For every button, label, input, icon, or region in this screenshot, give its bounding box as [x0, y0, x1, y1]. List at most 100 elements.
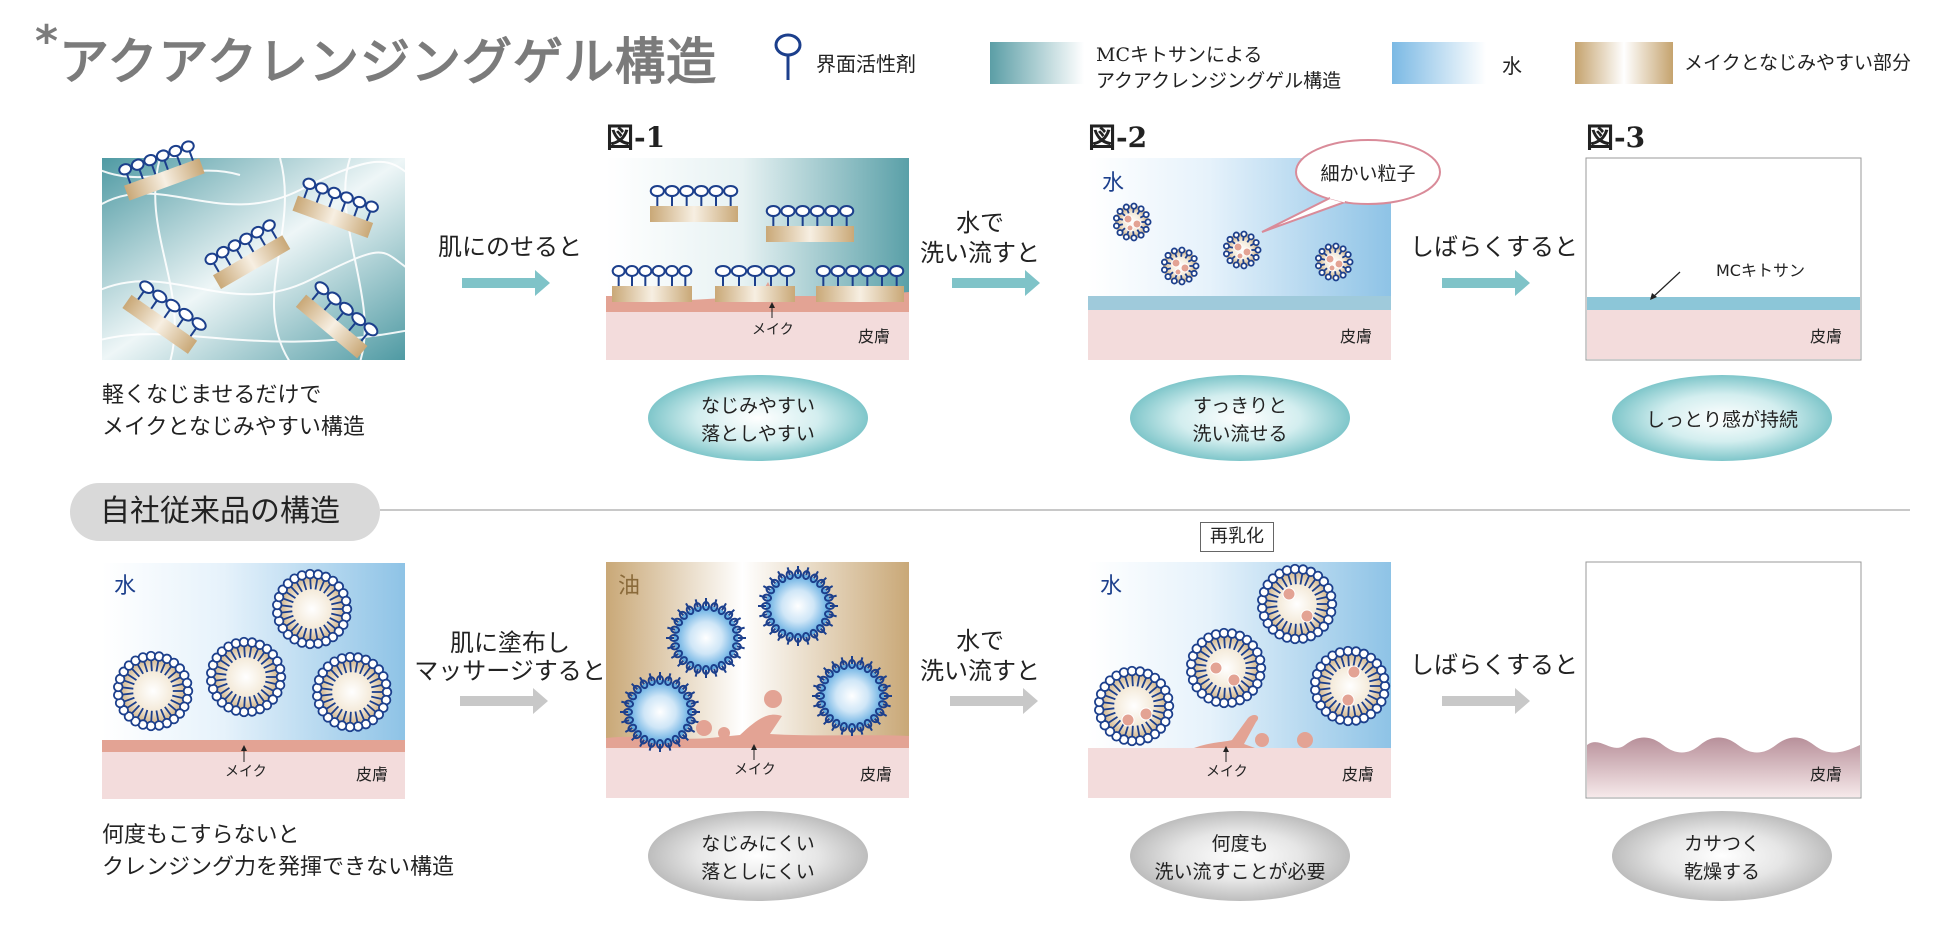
label-water-fig2: 水: [1102, 171, 1124, 196]
micelle: [620, 672, 700, 752]
label-water-conv0: 水: [114, 574, 136, 599]
figure-label-1: 図-1: [606, 121, 666, 154]
micelle: [113, 650, 194, 732]
legend-gel-line1: MCキトサンによる: [1096, 44, 1263, 66]
label-skin-conv3: 皮膚: [1810, 765, 1842, 784]
surfactant-strip: [765, 205, 855, 242]
fine-particles-bubble: [1295, 139, 1441, 205]
caption-bottom-line2: クレンジング力を発揮できない構造: [102, 855, 455, 880]
result-bottom-3-line1: カサつく: [1684, 833, 1760, 855]
micelle: [1094, 665, 1175, 747]
result-pill-top-2: [1130, 375, 1350, 461]
right-arrow-icon: [462, 270, 550, 296]
result-top-1-line2: 落としやすい: [701, 423, 815, 445]
result-bottom-3-line2: 乾燥する: [1684, 861, 1760, 883]
legend-surfactant-label: 界面活性剤: [816, 52, 916, 76]
legend-gel-swatch: [990, 42, 1084, 84]
panel-fig3: [1585, 157, 1862, 361]
label-skin-fig1: 皮膚: [858, 327, 890, 346]
surfactant-strip: [292, 177, 379, 239]
panel-conv-3: [1585, 561, 1862, 799]
legend-makeup-swatch: [1575, 42, 1673, 84]
step-conv-rinse-line1: 水で: [956, 627, 1004, 655]
step-conv-apply-line2: マッサージすると: [414, 657, 606, 685]
micelle: [272, 568, 353, 650]
section-title-conventional: 自社従来品の構造: [70, 483, 380, 541]
result-pill-top-1: [648, 375, 868, 461]
result-top-3: しっとり感が持続: [1646, 409, 1798, 431]
micelle: [812, 656, 892, 736]
result-bottom-1-line2: 落としにくい: [701, 861, 815, 883]
result-pill-top-3: [1612, 375, 1832, 461]
legend-water-swatch: [1392, 42, 1486, 84]
caption-top-line2: メイクとなじみやすい構造: [102, 415, 365, 440]
result-pill-bottom-2: [1130, 811, 1350, 901]
title-text: アクアクレンジングゲル構造: [59, 33, 718, 91]
label-skin-conv2: 皮膚: [1342, 765, 1374, 784]
micelle: [1257, 563, 1338, 645]
legend-makeup-label: メイクとなじみやすい部分: [1684, 52, 1912, 74]
legend-surfactant-icon: [774, 33, 802, 80]
result-pill-bottom-1: [648, 811, 868, 901]
panel-fig1: [606, 158, 909, 360]
surfactant-strip: [649, 185, 739, 222]
surfactant-strip: [295, 281, 379, 359]
surfactant-strip: [122, 280, 207, 354]
step-conv-rinse-line2: 洗い流すと: [920, 657, 1040, 685]
label-makeup-conv2: メイク: [1206, 764, 1248, 780]
surfactant-strip: [611, 265, 693, 302]
result-bottom-1-line1: なじみにくい: [701, 833, 815, 855]
surfactant-strip: [204, 219, 291, 290]
panel-conv-0: [102, 563, 405, 799]
micelle: [758, 566, 838, 646]
label-mc-chitosan: MCキトサン: [1716, 261, 1805, 280]
result-bottom-2-line2: 洗い流すことが必要: [1154, 861, 1325, 883]
micelle: [312, 651, 393, 733]
result-top-1-line1: なじみやすい: [701, 395, 815, 417]
figure-label-2: 図-2: [1088, 121, 1148, 154]
panel-gel-structure: [102, 140, 405, 360]
right-arrow-icon: [460, 688, 548, 714]
step-conv-apply-line1: 肌に塗布し: [450, 629, 570, 657]
legend-gel-line2: アクアクレンジングゲル構造: [1096, 70, 1342, 92]
panel-conv-2: [1088, 562, 1391, 798]
micelle: [1160, 246, 1200, 286]
label-skin-fig2: 皮膚: [1340, 327, 1372, 346]
panel-fig2: [1088, 139, 1441, 360]
label-oil-conv1: 油: [618, 574, 640, 599]
label-water-conv2: 水: [1100, 574, 1122, 599]
title-asterisk: *: [35, 16, 60, 67]
step-rinse-line2: 洗い流すと: [920, 239, 1040, 267]
micelle: [666, 598, 746, 678]
result-bottom-2-line1: 何度も: [1211, 833, 1268, 855]
caption-bottom-line1: 何度もこすらないと: [102, 823, 300, 848]
label-skin-conv0: 皮膚: [356, 765, 388, 784]
step-wait: しばらくすると: [1410, 233, 1578, 261]
surfactant-strip: [118, 140, 205, 201]
result-pill-bottom-3: [1612, 811, 1832, 901]
micelle: [1112, 202, 1152, 242]
right-arrow-icon: [952, 270, 1040, 296]
step-conv-wait: しばらくすると: [1410, 651, 1578, 679]
figure-label-3: 図-3: [1586, 121, 1646, 154]
label-makeup-fig1: メイク: [752, 322, 794, 338]
legend-water-label: 水: [1502, 54, 1522, 78]
surfactant-strip: [714, 265, 796, 302]
right-arrow-icon: [950, 688, 1038, 714]
label-skin-conv1: 皮膚: [860, 765, 892, 784]
right-arrow-icon: [1442, 688, 1530, 714]
label-fine-particles: 細かい粒子: [1320, 163, 1415, 185]
caption-top-line1: 軽くなじませるだけで: [102, 383, 322, 408]
step-rinse-line1: 水で: [956, 209, 1004, 237]
page-title: *アクアクレンジングゲル構造: [35, 16, 718, 94]
micelle: [1222, 230, 1262, 270]
result-top-2-line1: すっきりと: [1193, 395, 1287, 417]
micelle: [1310, 645, 1391, 727]
re-emulsify-label: 再乳化: [1200, 522, 1274, 552]
micelle: [1314, 242, 1354, 282]
label-makeup-conv0: メイク: [225, 764, 267, 780]
step-apply: 肌にのせると: [438, 233, 582, 261]
result-top-2-line2: 洗い流せる: [1192, 423, 1287, 445]
micelle: [1186, 627, 1267, 709]
